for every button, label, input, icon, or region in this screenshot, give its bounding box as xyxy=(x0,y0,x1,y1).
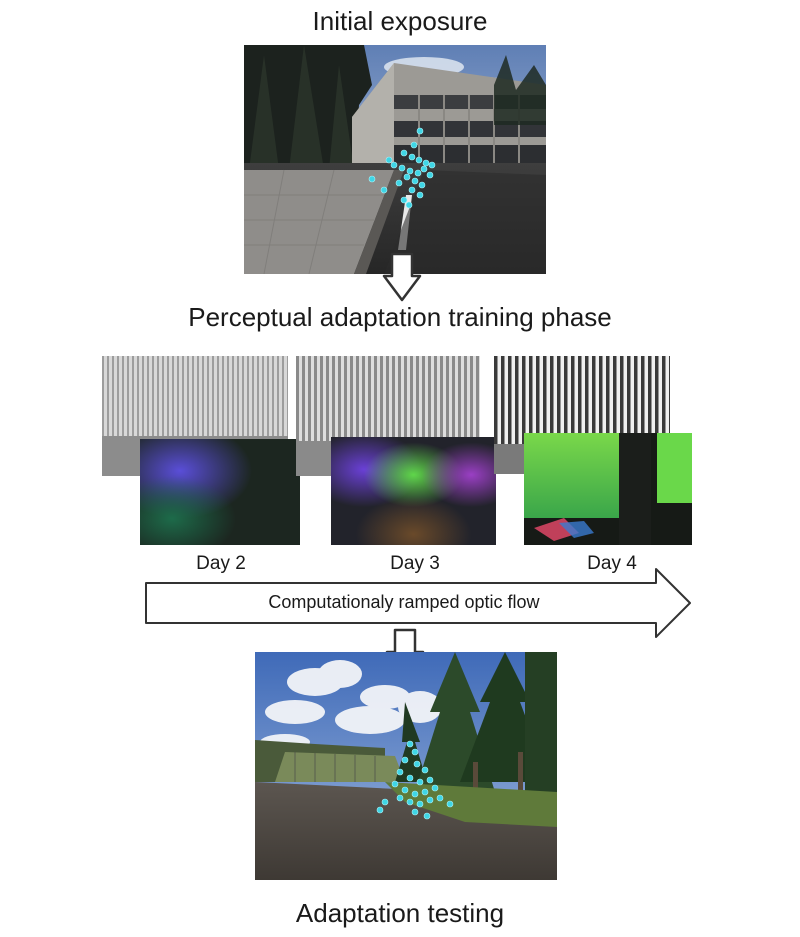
day-2-optic-flow-map xyxy=(140,439,300,545)
ramp-arrow-label: Computationaly ramped optic flow xyxy=(268,592,540,612)
training-phase-title: Perceptual adaptation training phase xyxy=(188,302,612,332)
ramp-arrow xyxy=(145,568,691,638)
day-2-label: Day 2 xyxy=(196,553,246,574)
down-arrow-icon xyxy=(382,252,422,302)
day-3-label: Day 3 xyxy=(390,553,440,574)
adaptation-testing-title: Adaptation testing xyxy=(295,898,505,928)
adaptation-testing-scene-image xyxy=(255,652,557,880)
day-4-optic-flow-map xyxy=(524,433,692,545)
initial-exposure-title: Initial exposure xyxy=(312,6,488,36)
day-4-label: Day 4 xyxy=(587,553,637,574)
initial-exposure-scene-image xyxy=(244,45,546,274)
day-3-optic-flow-map xyxy=(331,437,496,545)
